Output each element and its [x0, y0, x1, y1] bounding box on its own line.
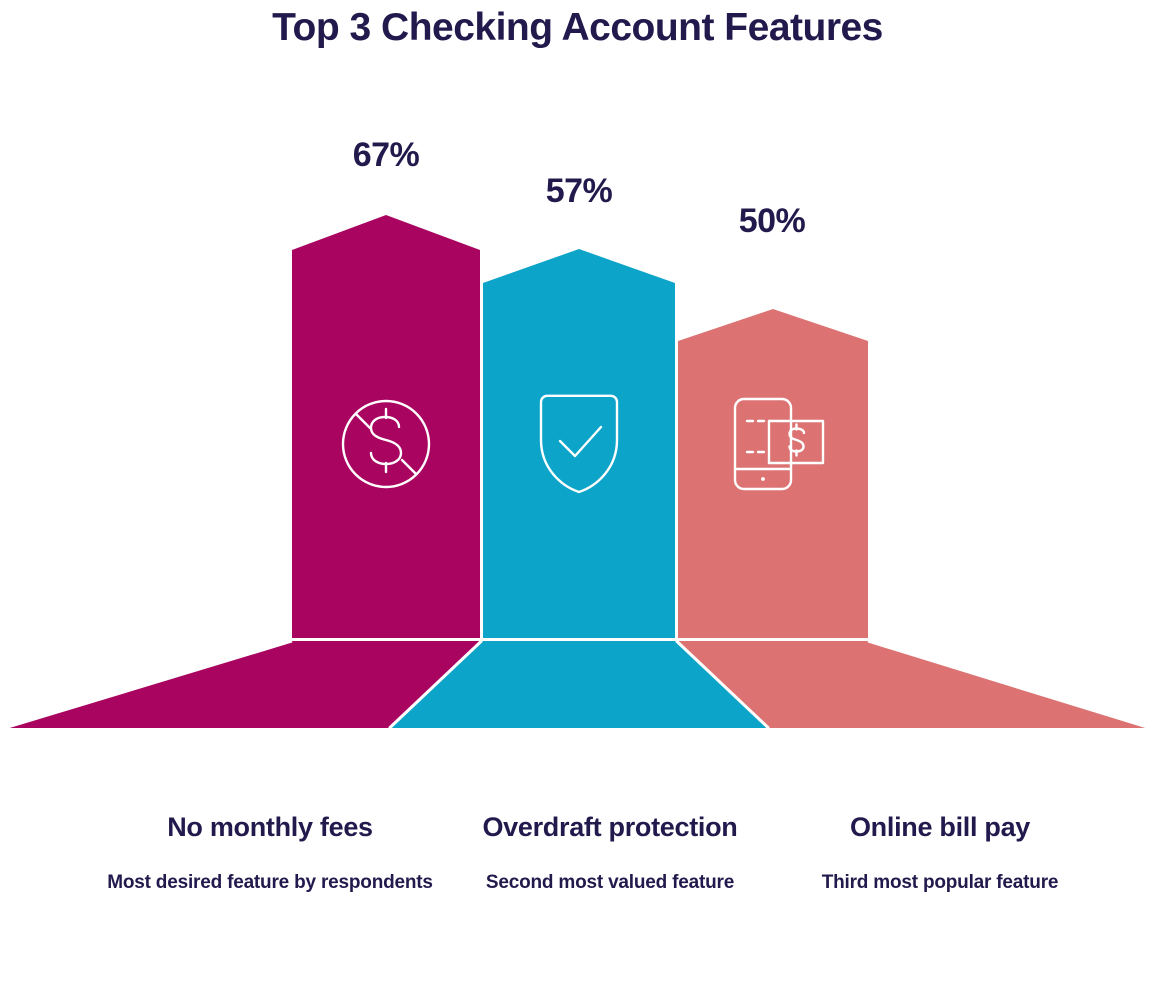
bar-online-bill-pay	[678, 309, 868, 638]
floor-segment-no-monthly-fees	[8, 641, 480, 728]
page-title: Top 3 Checking Account Features	[272, 6, 883, 49]
floor-plane	[8, 641, 1147, 728]
bar-value-label-online-bill-pay: 50%	[738, 202, 806, 240]
mobile-bill-pay-icon	[733, 397, 825, 491]
no-fee-dollar-icon	[341, 399, 431, 489]
bar-value-label-no-monthly-fees: 67%	[352, 136, 420, 174]
shield-check-icon	[539, 394, 619, 494]
bar-no-monthly-fees-group	[292, 215, 480, 638]
caption-overdraft-protection: Overdraft protection Second most valued …	[420, 812, 800, 896]
bar-overdraft-protection	[483, 249, 675, 638]
caption-online-bill-pay: Online bill pay Third most popular featu…	[740, 812, 1140, 896]
caption-title-no-monthly-fees: No monthly fees	[167, 812, 373, 842]
bar-no-monthly-fees	[292, 215, 480, 638]
separator-lines	[7, 250, 1148, 730]
caption-no-monthly-fees: No monthly fees Most desired feature by …	[50, 812, 490, 896]
caption-description-online-bill-pay: Third most popular feature	[821, 871, 1059, 893]
bar-overdraft-protection-group	[483, 249, 675, 638]
caption-description-overdraft-protection: Second most valued feature	[485, 871, 735, 893]
caption-description-no-monthly-fees: Most desired feature by respondents	[107, 871, 433, 893]
caption-title-overdraft-protection: Overdraft protection	[482, 812, 738, 842]
bar-online-bill-pay-group	[678, 309, 868, 638]
caption-title-online-bill-pay: Online bill pay	[849, 812, 1031, 842]
floor-segment-overdraft-protection	[391, 641, 767, 728]
floor-segment-online-bill-pay	[678, 641, 1147, 728]
bar-value-label-overdraft-protection: 57%	[545, 172, 613, 210]
